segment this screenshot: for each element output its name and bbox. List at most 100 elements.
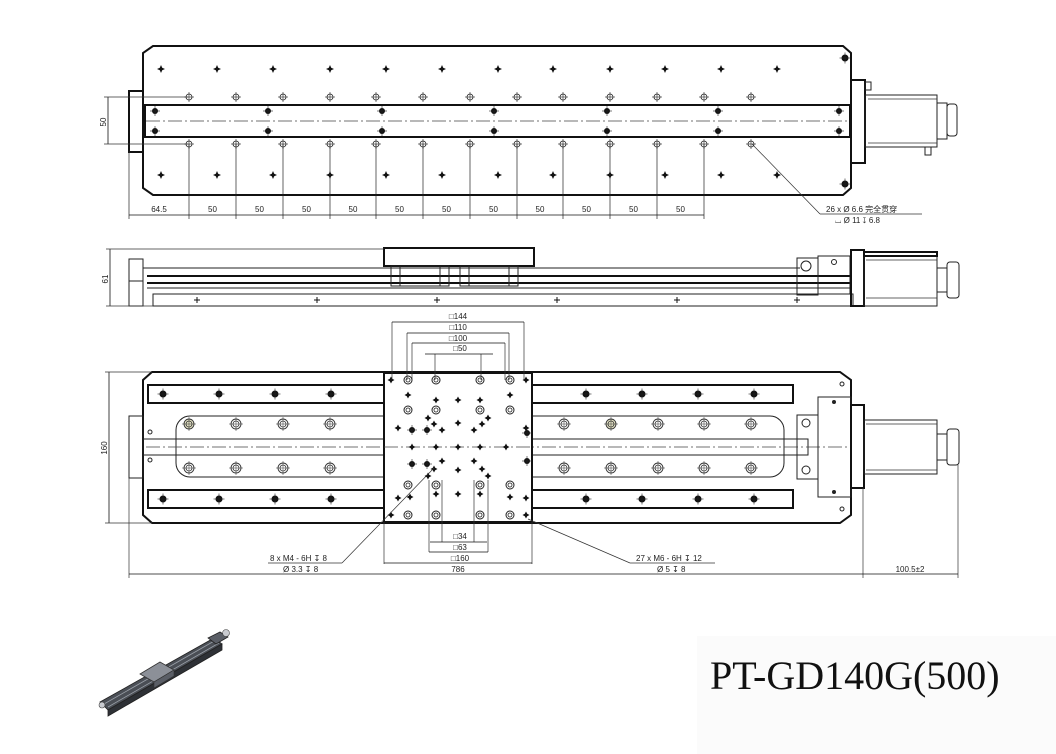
carriage-counterbore-icon: [403, 405, 413, 415]
overall-length-dim: 786: [451, 565, 465, 574]
cross-hole-icon: [371, 92, 381, 102]
carriage-counterbore-icon: [431, 405, 441, 415]
counterbore-hole-icon: [557, 461, 571, 475]
star-hole-icon: [432, 396, 440, 404]
filled-hole-icon: [636, 388, 648, 400]
star-hole-icon: [430, 465, 438, 473]
star-hole-icon: [522, 424, 530, 432]
cross-hole-icon: [746, 92, 756, 102]
counterbore-hole-icon: [604, 461, 618, 475]
star-hole-icon: [213, 65, 221, 73]
filled-hole-icon: [213, 493, 225, 505]
star-hole-icon: [522, 511, 530, 519]
star-hole-icon: [661, 171, 669, 179]
top-hole-note-2: ⌴ Ø 11 ↧ 6.8: [835, 216, 880, 225]
cross-hole-icon: [558, 92, 568, 102]
small-hole-icon: [839, 381, 845, 387]
dim-sq-63: □63: [453, 543, 467, 552]
star-hole-icon: [382, 65, 390, 73]
filled-hole-icon: [489, 126, 499, 136]
star-hole-icon: [382, 171, 390, 179]
star-hole-icon: [476, 396, 484, 404]
star-hole-icon: [424, 414, 432, 422]
carriage-counterbore-icon: [505, 510, 515, 520]
cross-mark-icon: [794, 297, 800, 303]
top-hole-note-1: 26 x Ø 6.6 完全贯穿: [826, 204, 897, 214]
pitch-dim-label: 50: [629, 205, 638, 214]
carriage-counterbore-icon: [475, 375, 485, 385]
cross-hole-icon: [325, 92, 335, 102]
filled-hole-icon: [422, 459, 432, 469]
star-hole-icon: [522, 494, 530, 502]
star-hole-icon: [213, 171, 221, 179]
counterbore-hole-icon: [557, 417, 571, 431]
pitch-dim-label: 50: [582, 205, 591, 214]
carriage-counterbore-icon: [475, 405, 485, 415]
cross-hole-icon: [512, 92, 522, 102]
star-hole-icon: [404, 391, 412, 399]
pitch-dim-label: 50: [676, 205, 685, 214]
counterbore-hole-icon: [651, 417, 665, 431]
carriage-counterbore-icon: [431, 510, 441, 520]
star-hole-icon: [661, 65, 669, 73]
pitch-dim-label: 50: [489, 205, 498, 214]
right-thread-note-1: 27 x M6 - 6H ↧ 12: [636, 554, 702, 563]
star-hole-icon: [478, 465, 486, 473]
side-left-endcap: [128, 258, 144, 307]
star-hole-icon: [157, 65, 165, 73]
counterbore-hole-icon: [744, 417, 758, 431]
filled-hole-icon: [263, 106, 273, 116]
pitch-dim-label: 50: [536, 205, 545, 214]
small-hole-icon: [147, 429, 153, 435]
filled-hole-icon: [213, 388, 225, 400]
filled-hole-icon: [839, 178, 851, 190]
cross-mark-icon: [434, 297, 440, 303]
filled-hole-icon: [713, 126, 723, 136]
filled-hole-icon: [748, 388, 760, 400]
side-base-marks: [194, 297, 800, 303]
star-hole-icon: [773, 171, 781, 179]
top-left-endcap: [128, 90, 144, 153]
star-hole-icon: [430, 420, 438, 428]
filled-hole-icon: [580, 493, 592, 505]
star-hole-icon: [470, 457, 478, 465]
star-hole-icon: [549, 65, 557, 73]
star-hole-icon: [506, 391, 514, 399]
pitch-dim-label: 50: [208, 205, 217, 214]
right-thread-note-2: Ø 5 ↧ 8: [657, 565, 686, 574]
pitch-dim-label: 50: [255, 205, 264, 214]
filled-hole-icon: [377, 126, 387, 136]
carriage-counterbore-icon: [505, 375, 515, 385]
star-hole-icon: [478, 420, 486, 428]
pitch-dim-label: 50: [302, 205, 311, 214]
star-hole-icon: [606, 65, 614, 73]
counterbore-hole-icon: [182, 461, 196, 475]
counterbore-hole-icon: [229, 461, 243, 475]
star-hole-icon: [438, 426, 446, 434]
filled-hole-icon: [325, 388, 337, 400]
cross-hole-icon: [465, 92, 475, 102]
star-hole-icon: [432, 490, 440, 498]
filled-hole-icon: [263, 126, 273, 136]
star-hole-icon: [454, 443, 462, 451]
filled-hole-icon: [422, 425, 432, 435]
carriage-counterbore-icon: [403, 480, 413, 490]
counterbore-hole-icon: [323, 461, 337, 475]
filled-hole-icon: [325, 493, 337, 505]
star-hole-icon: [502, 443, 510, 451]
filled-hole-icon: [636, 493, 648, 505]
left-thread-note-1: 8 x M4 - 6H ↧ 8: [270, 554, 327, 563]
star-hole-icon: [506, 493, 514, 501]
cross-hole-icon: [652, 92, 662, 102]
pitch-dim-label: 50: [442, 205, 451, 214]
star-hole-icon: [408, 443, 416, 451]
star-hole-icon: [438, 457, 446, 465]
star-hole-icon: [484, 472, 492, 480]
bottom-height-dim: 160: [100, 441, 109, 455]
counterbore-hole-icon: [276, 461, 290, 475]
carriage-counterbore-icon: [431, 480, 441, 490]
star-hole-icon: [406, 493, 414, 501]
